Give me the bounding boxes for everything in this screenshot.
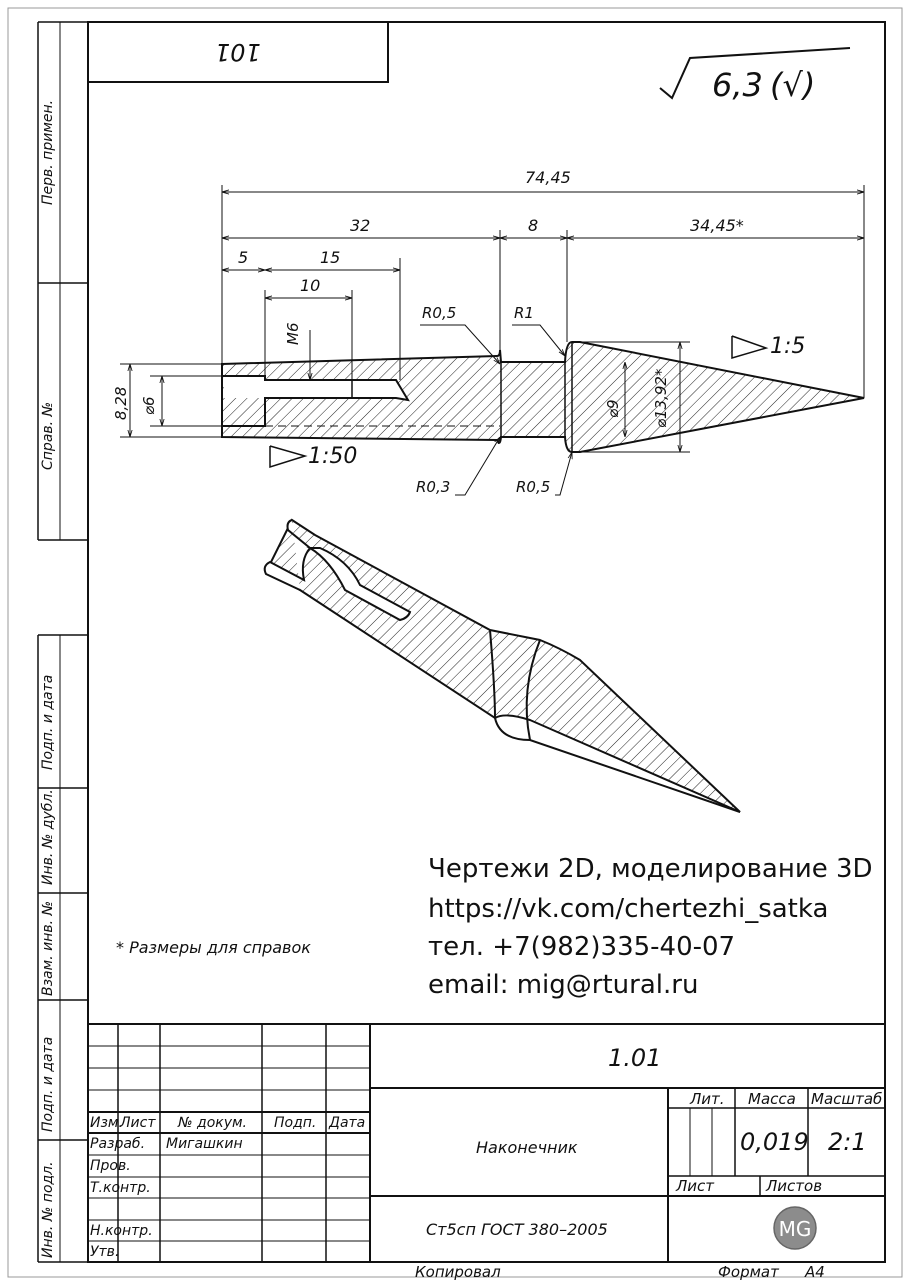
hdr-listov: Листов [766,1177,823,1195]
side-label-sprav-no: Справ. № [40,401,56,470]
row-tkontr: Т.контр. [90,1180,151,1196]
hdr-lit: Лит. [690,1090,725,1108]
dim-15: 15 [320,248,341,267]
dim-phi6: ⌀6 [140,396,158,415]
roughness-symbol [659,47,851,100]
taper-symbol-cone [731,335,769,360]
hdr-list: Лист [120,1115,156,1131]
row-utv: Утв. [90,1244,120,1260]
material: Ст5сп ГОСТ 380–2005 [426,1220,608,1239]
dim-r05-top: R0,5 [422,304,457,322]
footer-format-label: Формат [718,1263,779,1281]
hdr-massa: Масса [748,1090,796,1108]
hdr-list-sheet: Лист [676,1177,715,1195]
top-stamp-text: 101 [215,38,261,66]
razrab-name: Мигашкин [166,1136,243,1152]
dim-r05-bot: R0,5 [516,478,551,496]
designation: 1.01 [608,1044,662,1072]
dimension-lines [120,185,865,496]
part-3d-view [263,518,741,813]
dim-828: 8,28 [112,386,130,420]
roughness-check: (√) [770,66,815,104]
dim-r03: R0,3 [416,478,451,496]
scale-value: 2:1 [828,1128,867,1156]
reference-note: * Размеры для справок [116,938,311,957]
svg-text:MG: MG [779,1217,812,1241]
hdr-dokum: № докум. [178,1115,248,1131]
footer-format-value: А4 [805,1263,825,1281]
row-nkontr: Н.контр. [90,1223,153,1239]
side-label-inv-dubl: Инв. № дубл. [40,789,56,885]
dim-10: 10 [300,276,321,295]
side-label-vzam-inv: Взам. инв. № [40,900,56,996]
hdr-data: Дата [329,1115,366,1131]
dim-phi9: ⌀9 [604,399,622,418]
hdr-izm: Изм. [90,1115,123,1131]
row-prov: Пров. [90,1158,131,1174]
dim-3445: 34,45* [690,216,744,235]
taper-shaft-label: 1:50 [308,444,358,469]
side-label-podp-data-2: Подп. и дата [40,1036,56,1132]
side-label-inv-podl: Инв. № подл. [40,1161,56,1258]
title-block-grid [87,1023,886,1263]
contact-line-1: Чертежи 2D, моделирование 3D [428,854,873,884]
dim-r1: R1 [514,304,534,322]
side-label-perv-primen: Перв. примен. [40,99,56,205]
dim-32: 32 [350,216,371,235]
footer-kopiroval: Копировал [415,1263,501,1281]
left-stamp-grid [37,21,88,1263]
roughness-value: 6,3 [712,66,763,104]
part-section-view [221,330,865,453]
mg-logo: MG [773,1206,817,1250]
dim-total: 74,45 [525,168,571,187]
top-stamp-box [87,21,389,83]
hdr-podp: Подп. [274,1115,317,1131]
contact-line-4: email: mig@rtural.ru [428,970,699,1000]
taper-cone-label: 1:5 [770,334,806,359]
side-label-podp-data-1: Подп. и дата [40,674,56,770]
dim-5: 5 [238,248,249,267]
dim-phi1392: ⌀13,92* [652,368,670,428]
dim-thread: М6 [284,322,302,346]
taper-symbol-shaft [269,445,308,469]
contact-line-3: тел. +7(982)335-40-07 [428,932,736,962]
dim-8: 8 [528,216,539,235]
contact-line-2: https://vk.com/chertezhi_satka [428,894,829,924]
hdr-masshtab: Масштаб [811,1090,883,1108]
row-razrab: Разраб. [90,1136,146,1152]
part-name: Наконечник [476,1138,578,1157]
sheet-edge [7,7,903,1278]
mass-value: 0,019 [740,1128,809,1156]
